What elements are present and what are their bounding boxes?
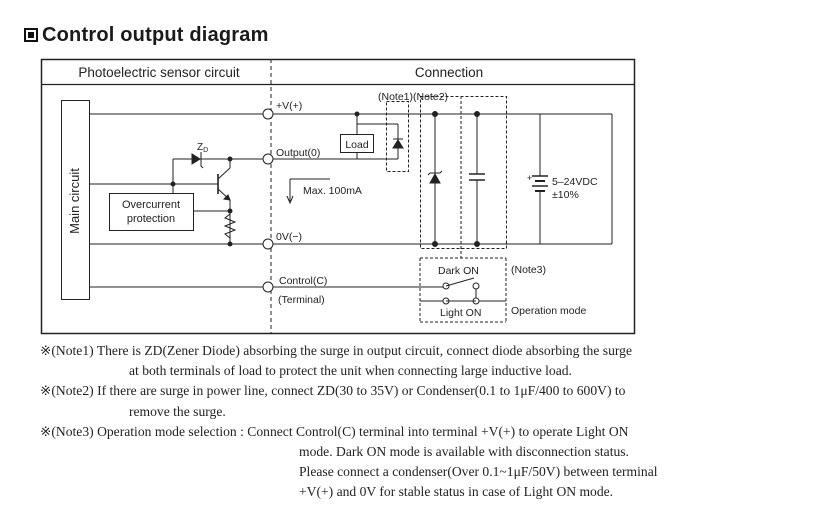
resistor xyxy=(223,213,237,239)
control-label: Control(C) xyxy=(279,275,327,287)
zero-v-label: 0V(−) xyxy=(276,231,302,243)
load-label: Load xyxy=(345,139,369,151)
light-on-label: Light ON xyxy=(440,307,481,319)
load-diode xyxy=(392,139,404,149)
load-box xyxy=(340,134,374,153)
plus-v-label: +V(+) xyxy=(276,100,302,112)
output-label: Output(0) xyxy=(276,147,320,159)
left-header: Photoelectric sensor circuit xyxy=(78,65,240,80)
supply-tolerance: ±10% xyxy=(552,189,579,201)
note1-box xyxy=(386,101,409,172)
dark-on-label: Dark ON xyxy=(438,265,479,277)
terminal-plus-v xyxy=(262,108,274,120)
zener-diode xyxy=(191,153,201,165)
notes-section: ※(Note1) There is ZD(Zener Diode) absorb… xyxy=(40,341,810,503)
zd-label: ZD xyxy=(197,142,208,154)
svg-text:+: + xyxy=(527,173,532,183)
terminal-zero-v xyxy=(262,238,274,250)
terminal-control xyxy=(262,281,274,293)
surge-zener xyxy=(429,172,441,184)
diagram-frame xyxy=(40,58,636,335)
main-circuit-label: Main circuit xyxy=(67,168,82,234)
terminal-output xyxy=(262,153,274,165)
overcurrent-label-2: protection xyxy=(127,213,175,225)
page-title: Control output diagram xyxy=(24,24,269,47)
note2-line1: ※(Note2) If there are surge in power lin… xyxy=(40,383,626,399)
main-circuit-box xyxy=(61,100,90,300)
note1-line2: at both terminals of load to protect the… xyxy=(129,363,572,379)
control-output-diagram: Photoelectric sensor circuit Connection … xyxy=(40,58,636,335)
note3-line1: ※(Note3) Operation mode selection : Conn… xyxy=(40,423,629,439)
page-title-text: Control output diagram xyxy=(42,24,269,46)
note2-line2: remove the surge. xyxy=(129,403,226,419)
note3-line2: mode. Dark ON mode is available with dis… xyxy=(299,444,629,460)
operation-mode-label: Operation mode xyxy=(511,305,586,317)
supply-voltage: 5–24VDC xyxy=(552,176,598,188)
overcurrent-box xyxy=(109,193,194,231)
note1-line1: ※(Note1) There is ZD(Zener Diode) absorb… xyxy=(40,343,632,358)
note2-box xyxy=(420,96,507,249)
note12-label: (Note1)(Note2) xyxy=(378,91,448,103)
note3-line3: Please connect a condenser(Over 0.1~1μF/… xyxy=(299,464,658,480)
terminal-label: (Terminal) xyxy=(278,294,325,306)
note3-line4: +V(+) and 0V for stable status in case o… xyxy=(299,484,614,500)
max-current-label: Max. 100mA xyxy=(303,185,362,197)
overcurrent-label-1: Overcurrent xyxy=(122,199,180,211)
right-header: Connection xyxy=(415,65,483,80)
square-bullet-icon xyxy=(24,28,38,42)
note3-label: (Note3) xyxy=(511,264,546,276)
